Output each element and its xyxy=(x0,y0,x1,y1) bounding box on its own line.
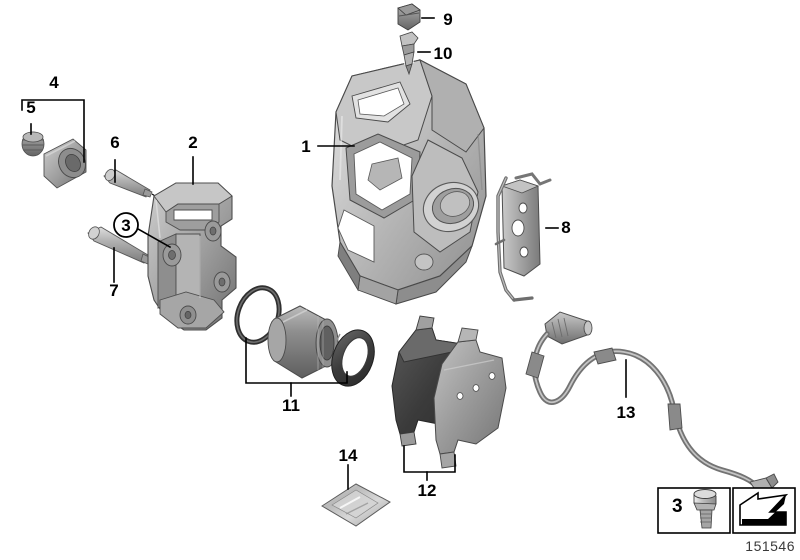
legend-bolt-number: 3 xyxy=(672,496,683,517)
legend-arrow-box xyxy=(732,487,796,534)
part-caliper-housing xyxy=(331,58,487,305)
callout-label-10: 10 xyxy=(434,44,453,63)
replace-arrow-icon xyxy=(739,491,789,526)
hex-bolt-icon xyxy=(693,489,717,529)
part-piston xyxy=(267,305,339,379)
callout-label-14: 14 xyxy=(339,446,358,465)
part-bleeder-valve-cap xyxy=(397,3,421,31)
leader-11 xyxy=(245,337,348,397)
part-bleeder-screw xyxy=(399,31,419,76)
callout-label-7: 7 xyxy=(109,281,118,300)
part-caliper-carrier-bracket xyxy=(147,182,237,331)
part-brake-pad-set xyxy=(391,315,507,469)
callout-label-8: 8 xyxy=(561,218,570,237)
reference-circle-3: 3 xyxy=(113,212,172,249)
part-piston-seal-kit xyxy=(234,285,375,387)
part-dust-seal xyxy=(331,329,375,387)
part-guide-bush-sleeve xyxy=(43,138,87,189)
callout-label-1: 1 xyxy=(301,137,310,156)
callout-label-5: 5 xyxy=(26,98,35,117)
callout-label-12: 12 xyxy=(418,481,437,500)
callout-label-2: 2 xyxy=(188,133,197,152)
leader-12 xyxy=(403,445,456,481)
part-wear-sensor xyxy=(525,311,779,495)
part-lubricant-sachet xyxy=(321,483,391,527)
callout-label-11: 11 xyxy=(282,396,300,415)
legend-bolt-box: 3 xyxy=(657,487,731,534)
callout-label-4: 4 xyxy=(49,73,59,92)
callout-label-6: 6 xyxy=(110,133,119,152)
callout-label-9: 9 xyxy=(443,10,452,29)
part-protective-cap xyxy=(21,131,45,157)
callout-label-13: 13 xyxy=(617,403,636,422)
reference-circle-3-label: 3 xyxy=(121,216,130,235)
part-number: 151546 xyxy=(745,538,795,554)
part-retaining-spring-bracket xyxy=(494,172,552,302)
brake-pad-outer xyxy=(433,327,507,469)
leader-4 xyxy=(21,99,85,163)
part-guide-pin-short xyxy=(103,168,153,198)
